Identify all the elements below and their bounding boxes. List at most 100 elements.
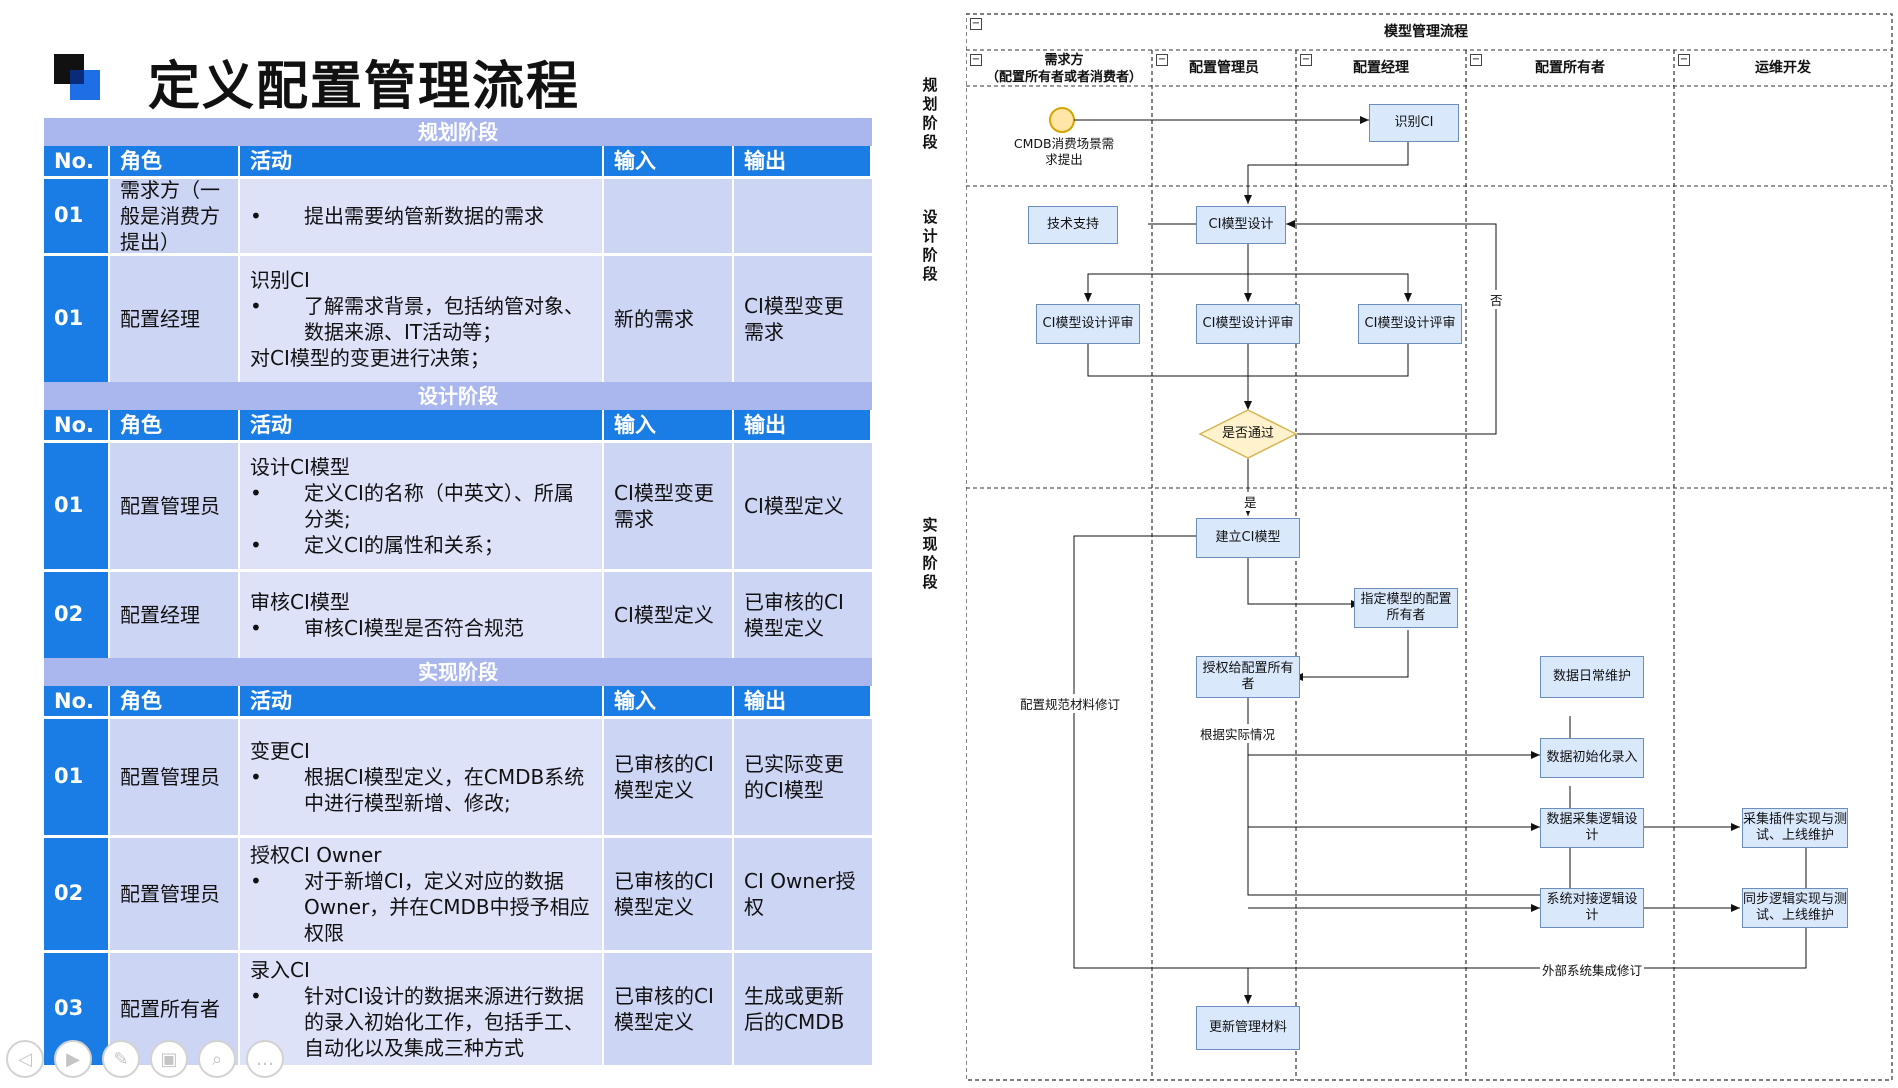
phase-header: 设计阶段 (44, 382, 872, 410)
play-icon[interactable]: ▶ (54, 1040, 92, 1078)
row-input: 已审核的CI模型定义 (604, 719, 734, 835)
row-input: 已审核的CI模型定义 (604, 838, 734, 950)
table-header-row: No.角色活动输入输出 (44, 146, 872, 176)
row-input (604, 179, 734, 253)
collapse-lane-icon[interactable]: − (970, 54, 982, 66)
zoom-icon[interactable]: ⌕ (198, 1040, 236, 1078)
phase-header: 实现阶段 (44, 658, 872, 686)
column-header: 角色 (110, 146, 240, 176)
column-header: 角色 (110, 686, 240, 716)
node-integration-design[interactable]: 系统对接逻辑设计 (1540, 888, 1644, 928)
column-header: No. (44, 146, 110, 176)
node-sync-impl[interactable]: 同步逻辑实现与测试、上线维护 (1742, 888, 1848, 928)
collapse-lane-icon[interactable]: − (1300, 54, 1312, 66)
bullet-icon: • (250, 984, 262, 1008)
collapse-lane-icon[interactable]: − (1156, 54, 1168, 66)
edge-label-yes: 是 (1242, 492, 1259, 511)
node-identify-ci[interactable]: 识别CI (1369, 104, 1459, 142)
activity-title: 录入CI (250, 958, 310, 982)
node-initial-entry[interactable]: 数据初始化录入 (1540, 738, 1644, 778)
column-header: 角色 (110, 410, 240, 440)
activity-bullet: •提出需要纳管新数据的需求 (250, 203, 592, 229)
activity-bullet: •了解需求背景，包括纳管对象、数据来源、IT活动等； (250, 293, 592, 345)
edge-label-by-actual: 根据实际情况 (1198, 724, 1278, 743)
bullet-icon: • (250, 765, 262, 789)
bullet-icon: • (250, 481, 262, 505)
activity-bullet: • 审核CI模型是否符合规范 (250, 615, 592, 641)
bullet-icon: • (250, 616, 262, 640)
activity-title: 设计CI模型 (250, 455, 350, 479)
activity-footer: 对CI模型的变更进行决策； (250, 346, 490, 370)
node-update-docs[interactable]: 更新管理材料 (1196, 1006, 1300, 1050)
collapse-lane-icon[interactable]: − (1470, 54, 1482, 66)
node-assign-owner[interactable]: 指定模型的配置所有者 (1354, 588, 1458, 628)
column-header: 输入 (604, 146, 734, 176)
row-number: 01 (44, 179, 110, 253)
column-header: 输入 (604, 686, 734, 716)
row-number: 01 (44, 443, 110, 569)
column-header: 输入 (604, 410, 734, 440)
lane-header-config-admin: 配置管理员 (1189, 60, 1259, 76)
row-activity: 设计CI模型•定义CI的名称（中英文）、所属分类;•定义CI的属性和关系； (240, 443, 604, 569)
edge-label-spec-revise: 配置规范材料修订 (1018, 694, 1123, 713)
node-design-review-1[interactable]: CI模型设计评审 (1036, 304, 1140, 344)
lane-header-requester: 需求方 （配置所有者或者消费者） (985, 53, 1142, 85)
activity-title: 变更CI (250, 739, 310, 763)
edge-label-no: 否 (1488, 290, 1505, 309)
bullet-text: 审核CI模型是否符合规范 (304, 616, 524, 640)
node-ci-design[interactable]: CI模型设计 (1196, 206, 1286, 244)
pen-icon[interactable]: ✎ (102, 1040, 140, 1078)
activity-bullet: • 针对CI设计的数据来源进行数据的录入初始化工作，包括手工、自动化以及集成三种方… (250, 983, 592, 1061)
node-daily-maintenance[interactable]: 数据日常维护 (1540, 656, 1644, 698)
activity-bullet: •定义CI的属性和关系； (250, 532, 592, 558)
row-input: 新的需求 (604, 256, 734, 382)
row-role: 配置管理员 (110, 838, 240, 950)
collapse-pool-icon[interactable]: − (970, 18, 982, 30)
bullet-text: 根据CI模型定义，在CMDB系统中进行模型新增、修改; (304, 765, 585, 815)
column-header: No. (44, 410, 110, 440)
collapse-lane-icon[interactable]: − (1678, 54, 1690, 66)
node-design-review-3[interactable]: CI模型设计评审 (1358, 304, 1462, 344)
bullet-text: 针对CI设计的数据来源进行数据的录入初始化工作，包括手工、自动化以及集成三种方式 (304, 984, 584, 1060)
title-logo-icon (54, 54, 100, 100)
row-number: 01 (44, 719, 110, 835)
row-role: 配置经理 (110, 572, 240, 658)
row-output: 已实际变更的CI模型 (734, 719, 872, 835)
row-activity: •提出需要纳管新数据的需求 (240, 179, 604, 253)
node-tech-support[interactable]: 技术支持 (1028, 206, 1118, 244)
node-collection-impl[interactable]: 采集插件实现与测试、上线维护 (1742, 808, 1848, 848)
bullet-text: 对于新增CI，定义对应的数据Owner，并在CMDB中授予相应权限 (304, 869, 590, 945)
row-role: 配置经理 (110, 256, 240, 382)
activity-bullet: •定义CI的名称（中英文）、所属分类; (250, 480, 592, 532)
more-icon[interactable]: … (246, 1040, 284, 1078)
row-activity: 变更CI• 根据CI模型定义，在CMDB系统中进行模型新增、修改; (240, 719, 604, 835)
page-title: 定义配置管理流程 (148, 57, 581, 117)
column-header: 活动 (240, 686, 604, 716)
lane-header-ops-dev: 运维开发 (1755, 60, 1811, 76)
row-activity: 录入CI• 针对CI设计的数据来源进行数据的录入初始化工作，包括手工、自动化以及集… (240, 953, 604, 1065)
table-header-row: No.角色活动输入输出 (44, 410, 872, 440)
node-grant-owner[interactable]: 授权给配置所有者 (1196, 656, 1300, 698)
row-role: 配置管理员 (110, 443, 240, 569)
row-output: CI模型变更需求 (734, 256, 872, 382)
column-header: 输出 (734, 686, 872, 716)
bullet-text: 了解需求背景，包括纳管对象、数据来源、IT活动等； (304, 294, 584, 344)
column-header: 活动 (240, 410, 604, 440)
node-design-review-2[interactable]: CI模型设计评审 (1196, 304, 1300, 344)
node-decision[interactable]: 是否通过 (1221, 426, 1274, 441)
slide-nav-bar: ◁ ▶ ✎ ▣ ⌕ … (6, 1040, 284, 1078)
edge-label-ext-revise: 外部系统集成修订 (1540, 960, 1645, 979)
prev-icon[interactable]: ◁ (6, 1040, 44, 1078)
slides-icon[interactable]: ▣ (150, 1040, 188, 1078)
node-collection-design[interactable]: 数据采集逻辑设计 (1540, 808, 1644, 848)
column-header: No. (44, 686, 110, 716)
row-output: CI Owner授权 (734, 838, 872, 950)
column-header: 输出 (734, 410, 872, 440)
stage-label-implement: 实现阶段 (922, 516, 938, 591)
node-build-ci[interactable]: 建立CI模型 (1196, 518, 1300, 558)
